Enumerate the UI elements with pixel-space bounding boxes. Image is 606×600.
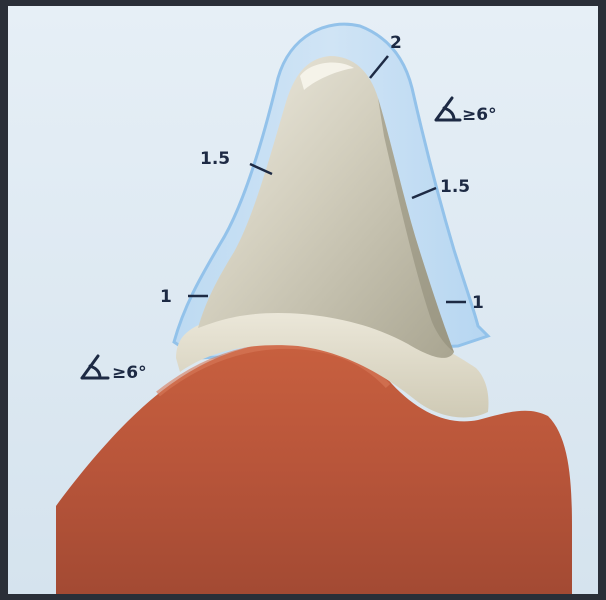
- label-angle-right: ≥6°: [462, 105, 497, 125]
- label-mid-left-thickness: 1.5: [200, 149, 230, 169]
- label-incisal-thickness: 2: [390, 33, 402, 53]
- label-mid-right-thickness: 1.5: [440, 177, 470, 197]
- label-cervical-left-thickness: 1: [160, 287, 172, 307]
- label-angle-left: ≥6°: [112, 363, 147, 383]
- diagram-panel: 2 1.5 1.5 1 1 ≥6° ≥6°: [8, 6, 598, 594]
- label-cervical-right-thickness: 1: [472, 293, 484, 313]
- tooth-preparation-diagram: 2 1.5 1.5 1 1 ≥6° ≥6°: [8, 6, 598, 594]
